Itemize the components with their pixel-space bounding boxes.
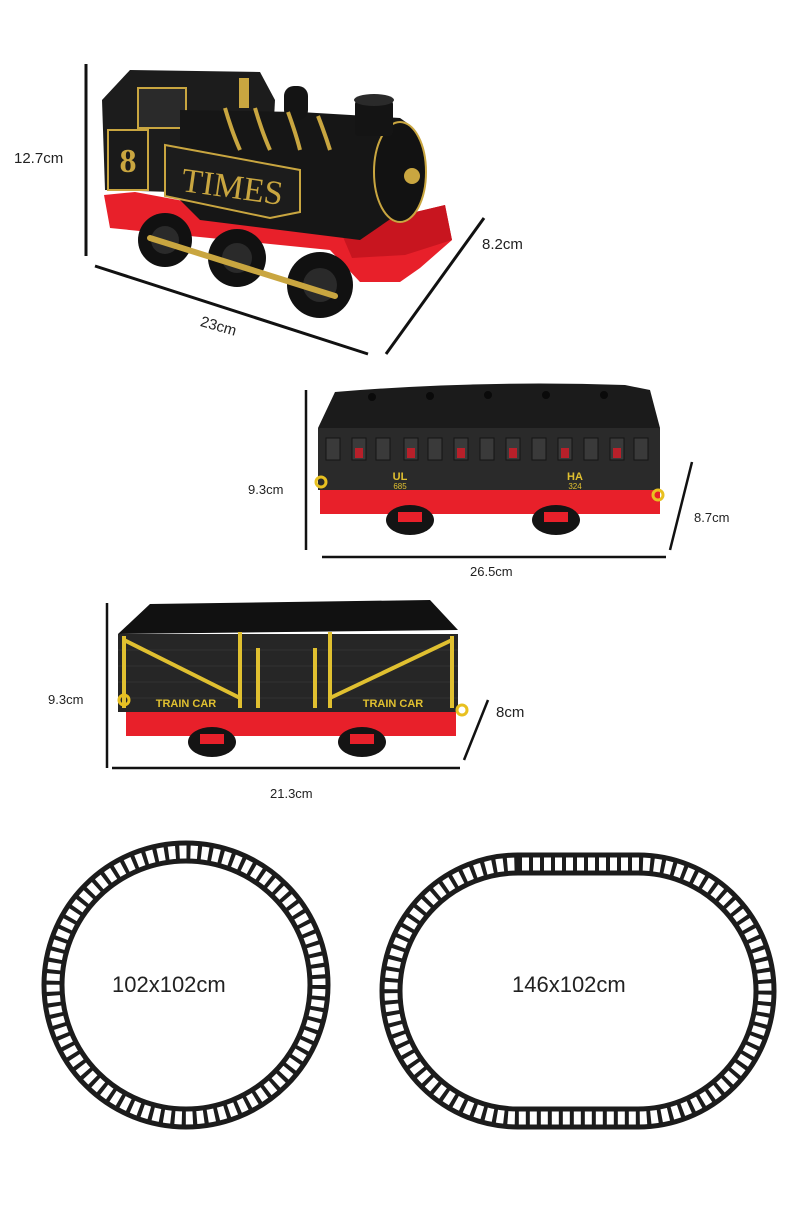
loco-height-label: 12.7cm <box>14 150 64 167</box>
coach-wheels <box>386 505 580 535</box>
wagon-label-right: TRAIN CAR <box>363 698 424 710</box>
loco-smokebox <box>373 121 427 223</box>
loco-width-label: 8.2cm <box>482 236 523 253</box>
loco-dome <box>284 86 308 120</box>
wagon-width-line <box>462 699 490 761</box>
coach-roof <box>318 383 660 428</box>
oval-track <box>379 852 777 1130</box>
loco-chimney <box>355 100 393 136</box>
coach-marking-left-top: UL <box>393 471 408 483</box>
wagon-wheels <box>188 727 386 757</box>
loco-width-line <box>384 217 486 355</box>
wagon-label-left: TRAIN CAR <box>156 698 217 710</box>
wagon-width-label: 8cm <box>496 704 525 721</box>
coach-base <box>320 490 660 514</box>
loco-connecting-rod <box>147 235 338 299</box>
coach-width-line <box>668 461 694 551</box>
locomotive: 8 TIMES <box>84 64 486 356</box>
loco-nameplate <box>164 143 301 220</box>
oval-track-size: 146x102cm <box>512 972 626 997</box>
circle-track-size: 102x102cm <box>112 972 226 997</box>
passenger-coach: UL 685 HA 324 <box>304 383 694 559</box>
wagon-height-label: 9.3cm <box>48 692 84 707</box>
freight-wagon: TRAIN CAR TRAIN CAR <box>105 600 490 770</box>
wagon-body <box>118 634 458 712</box>
coach-marking-right-bottom: 324 <box>568 482 582 491</box>
wagon-length-label: 21.3cm <box>270 786 313 801</box>
wagon-base <box>126 712 456 736</box>
circle-track <box>41 840 331 1130</box>
coach-width-label: 8.7cm <box>694 510 730 525</box>
coach-marking-left-bottom: 685 <box>393 482 407 491</box>
loco-length-line <box>94 264 369 356</box>
coach-marking-right-top: HA <box>567 471 583 483</box>
loco-number: 8 <box>120 143 137 180</box>
coach-height-label: 9.3cm <box>248 482 284 497</box>
coach-length-label: 26.5cm <box>470 564 513 579</box>
wagon-top <box>118 600 458 634</box>
loco-number-panel <box>107 129 149 191</box>
loco-base <box>104 192 452 282</box>
